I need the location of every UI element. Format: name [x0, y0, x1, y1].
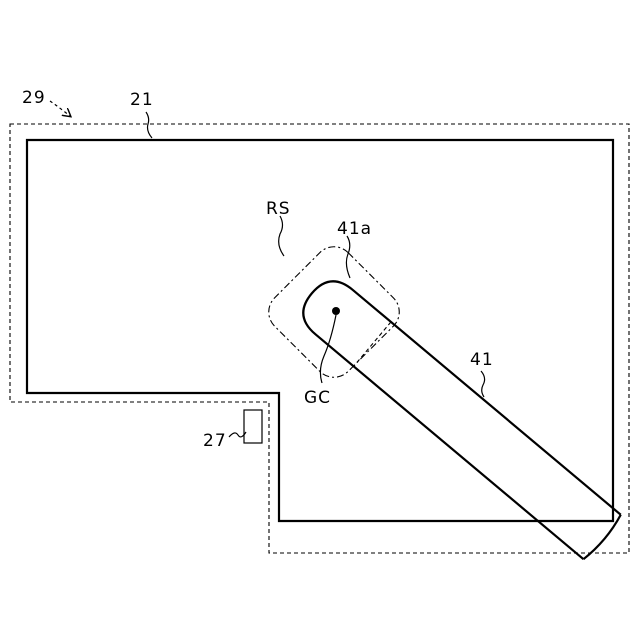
- region-41a-boundary: [354, 322, 391, 366]
- center-point-gc: [332, 307, 340, 315]
- leader-rs: [279, 216, 284, 256]
- component-27: [244, 410, 262, 443]
- leader-21: [146, 112, 152, 138]
- body-21: [27, 140, 613, 521]
- label-41: 41: [470, 350, 494, 370]
- label-gc: GC: [304, 388, 331, 408]
- member-41: [293, 271, 623, 561]
- label-21: 21: [130, 90, 154, 110]
- leader-41: [481, 371, 485, 397]
- label-rs: RS: [266, 199, 291, 219]
- label-27: 27: [203, 431, 227, 451]
- label-41a: 41a: [337, 219, 372, 239]
- arrow-29: [50, 101, 70, 116]
- label-29: 29: [22, 88, 46, 108]
- leader-41a: [346, 236, 350, 278]
